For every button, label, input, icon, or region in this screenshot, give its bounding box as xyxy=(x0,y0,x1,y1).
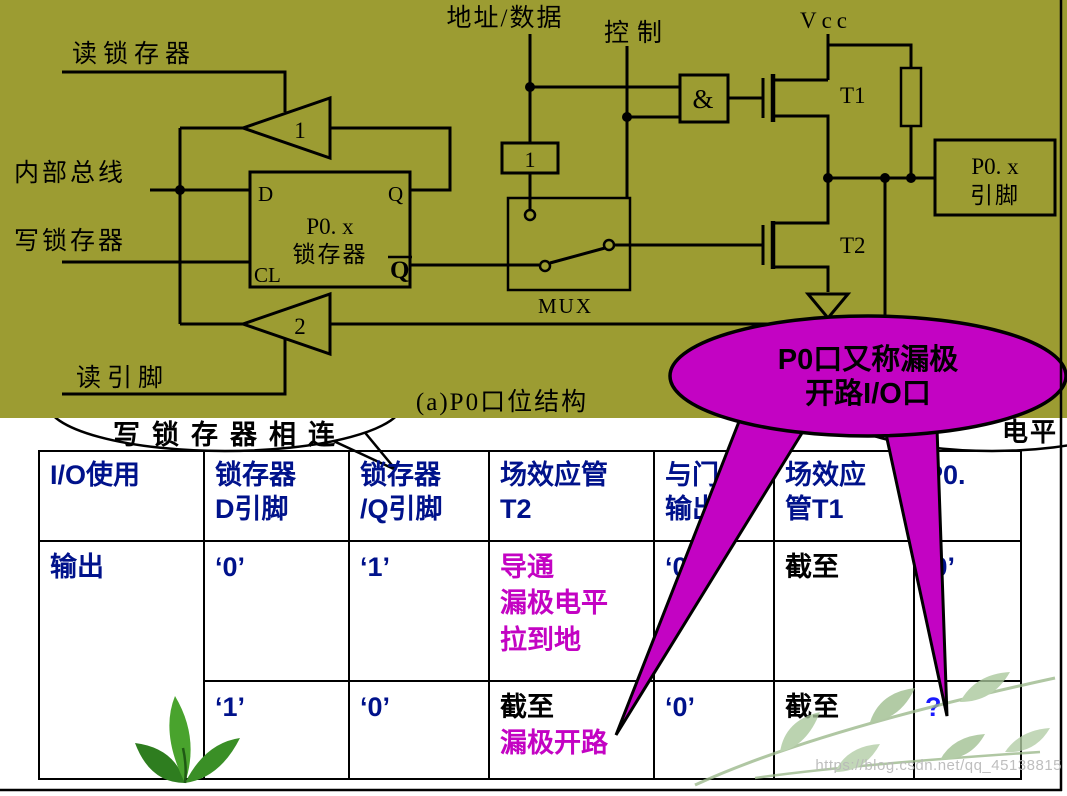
header-io-usage: I/O使用 xyxy=(38,450,205,542)
label-pin-line2: 引脚 xyxy=(970,183,1020,208)
cell-r1-d: ‘0’ xyxy=(203,540,350,682)
cell-r2-d: ‘1’ xyxy=(203,680,350,780)
vine-stem xyxy=(754,750,1041,780)
label-addr-data: 地址/数据 xyxy=(447,4,564,32)
label-mux: MUX xyxy=(538,294,593,318)
label-t2: T2 xyxy=(840,233,866,258)
t2-state-line: 漏极电平 xyxy=(500,588,608,619)
label-write-latch: 写锁存器 xyxy=(14,227,126,255)
wire-vcc-rail xyxy=(828,43,913,68)
label-control: 控制 xyxy=(604,19,670,47)
label-latch-title2: 锁存器 xyxy=(293,242,368,267)
leaf-icon xyxy=(185,738,240,783)
pin-box xyxy=(933,138,1057,217)
label-internal-bus: 内部总线 xyxy=(14,159,126,187)
diagram-caption: (a)P0口位结构 xyxy=(416,388,588,416)
header-p0x: P0.x xyxy=(913,450,1022,542)
t2-state-line: 拉到地 xyxy=(500,624,581,655)
label-read-pin: 读引脚 xyxy=(76,364,169,392)
circuit-wires xyxy=(62,34,935,396)
cell-r1-qbar: ‘1’ xyxy=(348,540,490,682)
label-latch-cl: CL xyxy=(254,263,281,287)
leaf-icon xyxy=(960,672,1010,702)
ground-symbol xyxy=(804,292,852,321)
header-text: T2 xyxy=(500,493,532,524)
t2-state-line: 导通 xyxy=(500,552,554,582)
label-vcc: Vcc xyxy=(800,8,852,33)
mux-box xyxy=(506,196,632,292)
leaf-decoration-right xyxy=(694,672,1056,787)
junction-dots xyxy=(175,82,916,195)
header-text: D引脚 xyxy=(215,493,289,524)
wire-mux-arm xyxy=(549,246,606,265)
left-callout-text: 写锁存器相连 xyxy=(113,419,347,450)
wire-t1-source xyxy=(773,114,830,178)
header-text: I/O使用 xyxy=(50,460,141,490)
wire-t2-drain xyxy=(773,178,830,225)
label-pin-line1: P0. x xyxy=(971,154,1019,179)
leaf-decoration-left xyxy=(135,696,240,784)
inverter-box xyxy=(500,141,560,175)
label-latch-title1: P0. x xyxy=(306,214,354,239)
label-inverter: 1 xyxy=(525,147,536,172)
header-fet-t1: 场效应管T1 xyxy=(773,450,915,542)
label-t1: T1 xyxy=(840,83,866,108)
header-text: 与门 xyxy=(665,460,719,490)
t2-state-line: 漏极开路 xyxy=(500,728,608,759)
label-latch-q: Q xyxy=(388,182,403,206)
header-text: 管T1 xyxy=(785,493,844,524)
header-text: 场效应 xyxy=(785,460,866,490)
header-text: P0. xyxy=(925,460,966,490)
and-gate-box xyxy=(678,73,730,124)
wire-t2-source xyxy=(773,265,830,292)
label-and-gate: & xyxy=(692,84,713,114)
header-text: /Q引脚 xyxy=(360,493,443,524)
header-text: 锁存器 xyxy=(215,460,296,490)
label-latch-d: D xyxy=(258,182,273,206)
vine-stem xyxy=(694,676,1056,787)
leaf-icon xyxy=(940,734,985,760)
leaf-icon xyxy=(135,743,185,783)
label-buffer1: 1 xyxy=(294,118,306,143)
pullup-resistor xyxy=(899,66,923,128)
read-pin-buffer-triangle xyxy=(238,291,332,357)
header-text: 输出 xyxy=(665,493,719,524)
leaf-icon xyxy=(1005,728,1050,753)
p0-bit-structure-diagram: 读锁存器 内部总线 写锁存器 读引脚 地址/数据 控制 Vcc T1 T2 MU… xyxy=(0,0,1067,418)
cell-io-output: 输出 xyxy=(38,540,205,780)
mux-contacts xyxy=(523,208,616,273)
wire-latch-q xyxy=(330,126,452,192)
leaf-stem xyxy=(181,747,187,784)
wire-read-latch-enable xyxy=(62,70,287,112)
header-text: 锁存器 xyxy=(360,460,441,490)
t2-state-line: 截至 xyxy=(500,692,554,722)
latch-box xyxy=(248,170,412,289)
header-and-output: 与门输出 xyxy=(653,450,775,542)
cell-r1-t2: 导通 漏极电平 拉到地 xyxy=(488,540,655,682)
label-buffer2: 2 xyxy=(294,314,306,339)
wire-read-pin-enable xyxy=(62,338,287,396)
read-latch-buffer-triangle xyxy=(238,95,332,161)
right-callout-text: 电平 xyxy=(1002,417,1058,447)
leaf-icon xyxy=(835,744,880,772)
header-text: 场效应管 xyxy=(500,460,608,490)
label-read-latch: 读锁存器 xyxy=(72,40,196,68)
header-latch-qbar: 锁存器/Q引脚 xyxy=(348,450,490,542)
cell-r2-t2: 截至 漏极开路 xyxy=(488,680,655,780)
watermark-text: https://blog.csdn.net/qq_45138815 xyxy=(815,757,1062,774)
header-text: x xyxy=(925,493,941,524)
cell-r2-qbar: ‘0’ xyxy=(348,680,490,780)
label-latch-qbar: Q xyxy=(390,257,409,284)
